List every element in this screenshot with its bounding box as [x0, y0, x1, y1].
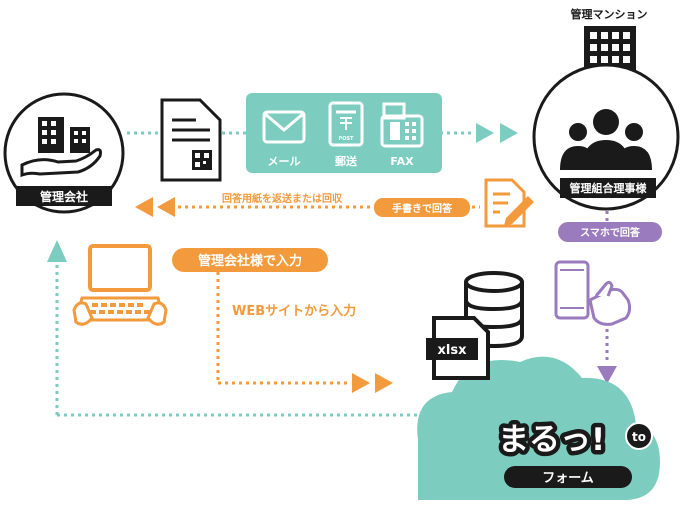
- orange-left-arrow-2: [157, 197, 175, 217]
- smartphone-badge: [558, 222, 662, 242]
- board-label: 管理組合理事様: [570, 181, 648, 195]
- logo-sub: フォーム: [542, 471, 594, 486]
- marutto-form-logo: まるっ! to フォーム: [494, 418, 653, 488]
- company-input-badge-text: 管理会社様で入力: [198, 253, 302, 269]
- teal-path-company-to-cloud: [47, 240, 420, 417]
- smartphone-hand-icon: [554, 260, 632, 326]
- teal-right-arrow-2: [500, 123, 518, 143]
- mail-label: メール: [268, 155, 301, 168]
- purple-down-arrow: [597, 366, 617, 384]
- delivery-channels-box: メール POST 郵送 FAX: [246, 93, 442, 173]
- orange-right-arrow-1: [352, 373, 370, 393]
- xlsx-file-icon: xlsx: [426, 316, 490, 380]
- mail-icon: [262, 110, 306, 144]
- handwrite-badge: [374, 198, 470, 217]
- teal-path-top: [127, 123, 518, 143]
- supporting-hand-icon: [20, 148, 102, 178]
- company-label: 管理会社: [40, 189, 88, 204]
- smartphone-badge-text: スマホで回答: [580, 226, 641, 239]
- qr-document-icon: [160, 98, 222, 182]
- return-text: 回答用紙を返送または回収: [222, 192, 343, 205]
- teal-up-arrow: [47, 240, 67, 262]
- web-input-text: WEBサイトから入力: [232, 303, 356, 319]
- xlsx-label: xlsx: [438, 343, 468, 358]
- management-company-node: 管理会社: [3, 92, 125, 214]
- people-group-icon: [560, 109, 652, 170]
- post-box-text: POST: [339, 136, 355, 142]
- handwritten-form-icon: [484, 178, 534, 228]
- teal-right-arrow-1: [476, 123, 494, 143]
- logo-to: to: [632, 430, 646, 444]
- cloud-service: [417, 356, 660, 500]
- post-label: 郵送: [335, 154, 358, 168]
- mansion-board-node: 管理マンション 管理組合理事様: [532, 7, 680, 211]
- orange-right-arrow-2: [375, 373, 393, 393]
- handwrite-badge-text: 手書きで回答: [392, 202, 453, 215]
- orange-web-path: [216, 272, 393, 393]
- office-buildings-icon: [38, 117, 90, 153]
- post-box-icon: POST: [328, 101, 364, 147]
- laptop-typing-icon: [72, 244, 168, 326]
- logo-name: まるっ!: [498, 422, 605, 458]
- mansion-title: 管理マンション: [571, 7, 648, 21]
- company-input-badge: [172, 248, 328, 272]
- orange-return-path: [135, 197, 480, 217]
- fax-machine-icon: [380, 102, 424, 148]
- fax-label: FAX: [390, 155, 414, 168]
- orange-left-arrow-1: [135, 197, 153, 217]
